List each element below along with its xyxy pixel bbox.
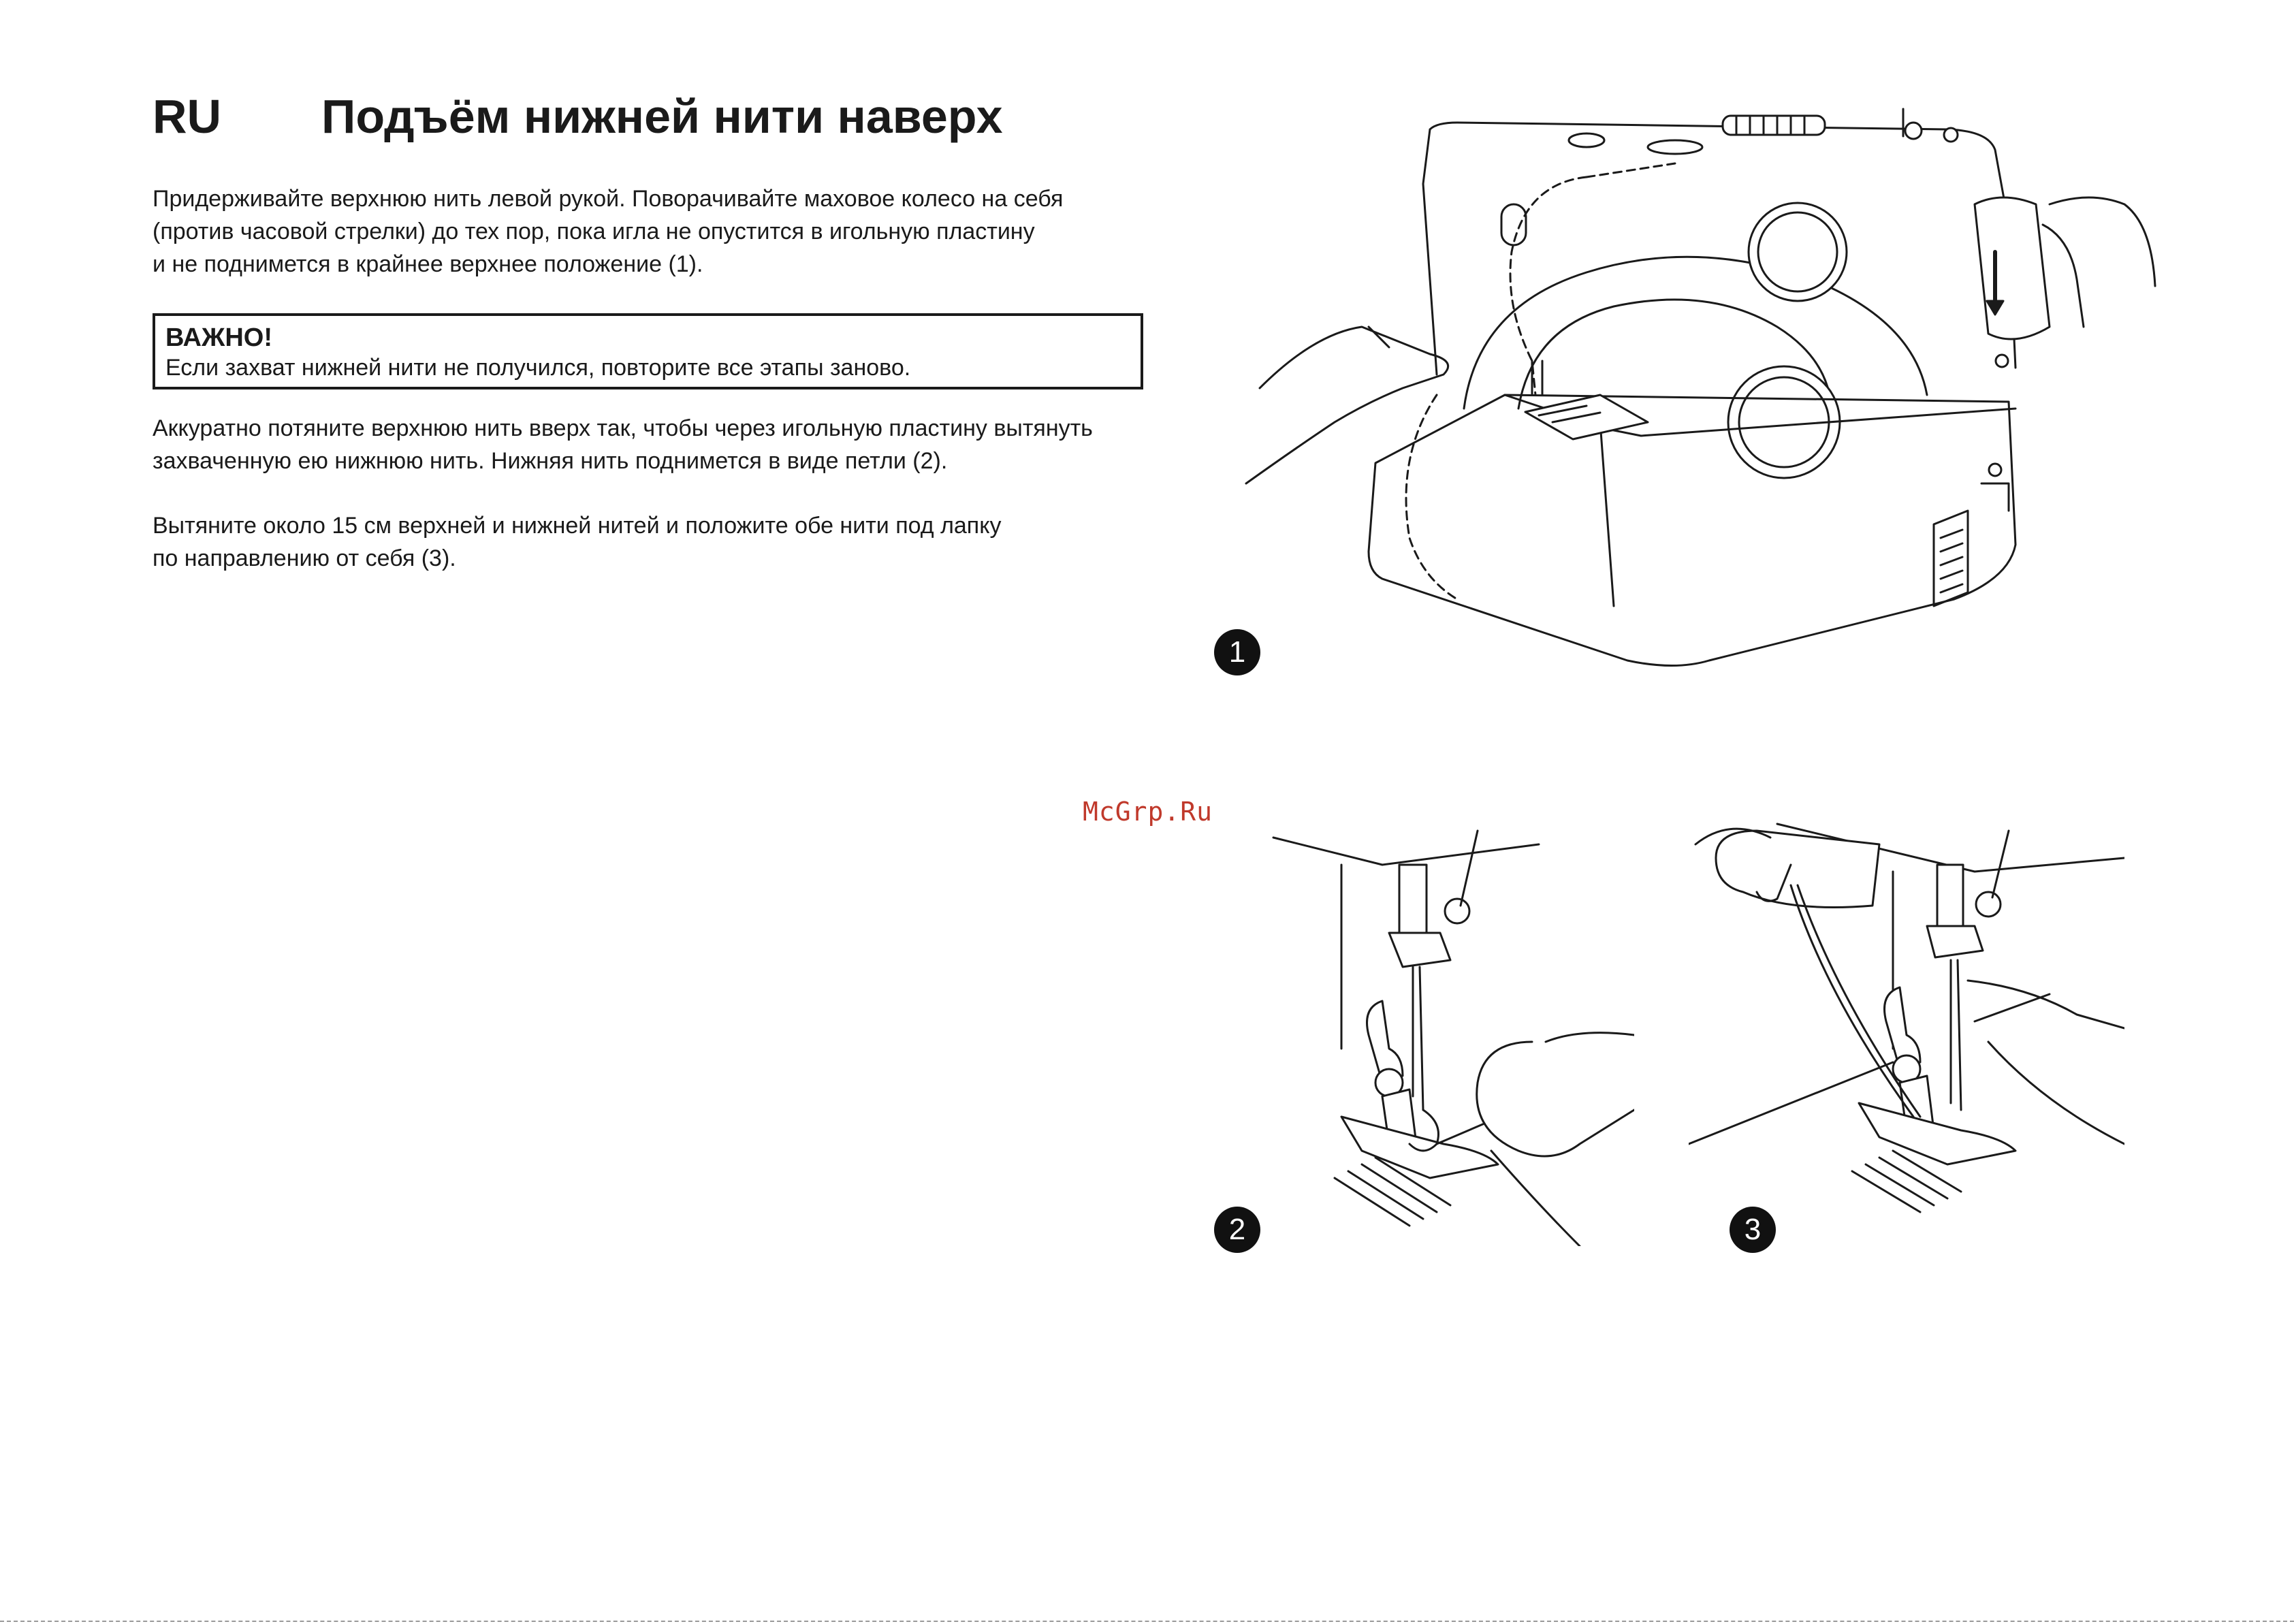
figure-number-badge-3: 3 xyxy=(1730,1207,1776,1253)
instruction-paragraph-3: Вытяните около 15 см верхней и нижней ни… xyxy=(153,509,1174,575)
important-notice-box: ВАЖНО! Если захват нижней нити не получи… xyxy=(153,313,1143,389)
bobbin-thread-loop-illustration xyxy=(1267,824,1634,1246)
threads-under-foot-illustration xyxy=(1689,817,2124,1246)
paragraph-line: по направлению от себя (3). xyxy=(153,545,456,571)
notice-text: Если захват нижней нити не получился, по… xyxy=(165,355,911,381)
paragraph-line: Придерживайте верхнюю нить левой рукой. … xyxy=(153,186,1064,212)
page-bottom-divider xyxy=(0,1621,2294,1623)
instruction-paragraph-2: Аккуратно потяните верхнюю нить вверх та… xyxy=(153,412,1174,477)
language-code: RU xyxy=(153,90,222,143)
figure-number-badge-2: 2 xyxy=(1214,1207,1260,1253)
paragraph-line: (против часовой стрелки) до тех пор, пок… xyxy=(153,219,1035,244)
page-title: Подъём нижней нити наверх xyxy=(321,90,1003,143)
paragraph-line: Вытяните около 15 см верхней и нижней ни… xyxy=(153,513,1002,539)
watermark-text: McGrp.Ru xyxy=(1083,797,1213,827)
figure-number-badge-1: 1 xyxy=(1214,629,1260,675)
paragraph-line: Аккуратно потяните верхнюю нить вверх та… xyxy=(153,415,1093,441)
paragraph-line: и не поднимется в крайнее верхнее положе… xyxy=(153,251,703,277)
paragraph-line: захваченную ею нижнюю нить. Нижняя нить … xyxy=(153,448,948,474)
sewing-machine-illustration xyxy=(1232,102,2158,681)
notice-heading: ВАЖНО! xyxy=(165,323,272,352)
instruction-paragraph-1: Придерживайте верхнюю нить левой рукой. … xyxy=(153,182,1174,281)
